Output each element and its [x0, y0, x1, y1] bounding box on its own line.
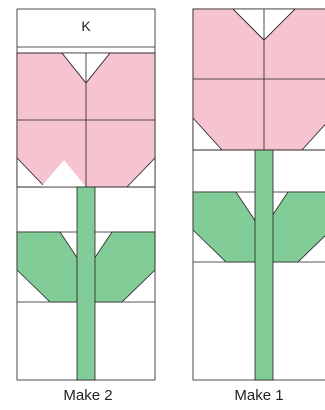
stem-left: [77, 187, 95, 380]
stem-right: [255, 150, 273, 380]
tulip-block-left: [17, 9, 155, 380]
caption-make-1: Make 1: [199, 387, 319, 404]
caption-make-2: Make 2: [28, 387, 148, 404]
tulip-block-right: [193, 9, 325, 380]
block-label-k: K: [76, 18, 96, 34]
